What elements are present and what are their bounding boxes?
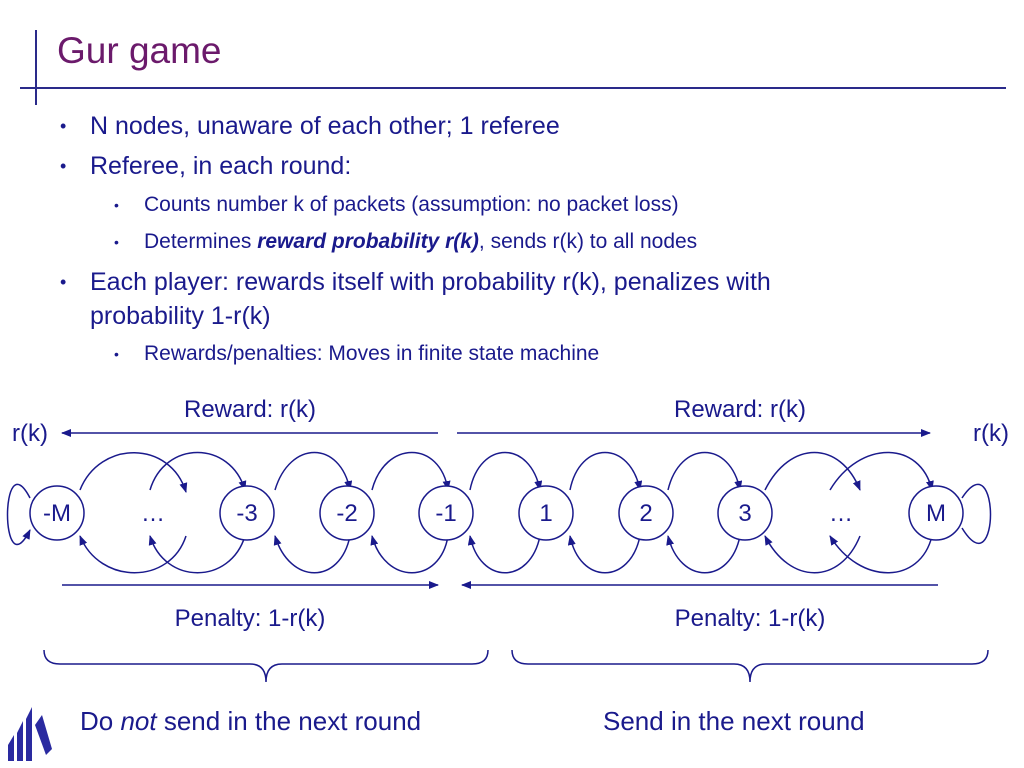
- subbullet-dot: •: [114, 346, 119, 362]
- slide-title: Gur game: [57, 30, 222, 71]
- rk-label-left: r(k): [12, 420, 48, 447]
- reward-label-left: Reward: r(k): [184, 396, 316, 423]
- state-label: -2: [336, 500, 357, 527]
- bullet-referee-text: Referee, in each round:: [90, 152, 352, 180]
- university-logo-icon: [8, 707, 52, 761]
- penalty-label-left: Penalty: 1-r(k): [175, 605, 326, 632]
- bullet-player-line1: Each player: rewards itself with probabi…: [90, 268, 771, 296]
- subbullet-rewards-penalties-text: Rewards/penalties: Moves in finite state…: [144, 342, 600, 365]
- bullet-nodes: • N nodes, unaware of each other; 1 refe…: [60, 109, 560, 143]
- subbullet-determines-pre: Determines: [144, 230, 258, 253]
- state-node-neg-3: [219, 485, 275, 541]
- reward-label-right: Reward: r(k): [674, 396, 806, 423]
- state-node-2: [618, 485, 674, 541]
- penalty-label-right: Penalty: 1-r(k): [675, 605, 826, 632]
- top-transition-arcs: [79, 451, 934, 493]
- bullet-player: • Each player: rewards itself with proba…: [60, 265, 771, 333]
- reward-probability-emphasis: reward probability r(k): [257, 230, 479, 253]
- state-labels: -M … -3 -2 -1 1 2 3 … M: [43, 500, 946, 527]
- not-emphasis: not: [120, 706, 157, 736]
- subbullet-dot: •: [114, 197, 119, 213]
- bullet-nodes-text: N nodes, unaware of each other; 1 refere…: [90, 112, 560, 140]
- state-label: -1: [435, 500, 456, 527]
- subbullet-dot: •: [114, 234, 119, 250]
- bullet-dot: •: [60, 272, 67, 292]
- state-label: 1: [539, 500, 552, 527]
- bullet-player-line2: probability 1-r(k): [90, 302, 271, 330]
- send-label: Send in the next round: [603, 706, 865, 736]
- state-node-3: [717, 485, 773, 541]
- title-vertical-rule: [35, 30, 37, 105]
- brace-left: [43, 649, 489, 683]
- subbullet-rewards-penalties: • Rewards/penalties: Moves in finite sta…: [114, 340, 600, 368]
- bullet-dot: •: [60, 156, 67, 176]
- state-node-neg-2: [319, 485, 375, 541]
- rk-label-right: r(k): [973, 420, 1009, 447]
- state-label: 2: [639, 500, 652, 527]
- bullet-dot: •: [60, 116, 67, 136]
- bullet-referee: • Referee, in each round:: [60, 149, 352, 183]
- brace-right: [511, 649, 989, 683]
- do-not-send-post: send in the next round: [156, 706, 422, 736]
- state-label: 3: [738, 500, 751, 527]
- state-label: -3: [236, 500, 257, 527]
- do-not-send-pre: Do: [80, 706, 121, 736]
- subbullet-counts-text: Counts number k of packets (assumption: …: [144, 193, 679, 216]
- state-label: -M: [43, 500, 71, 527]
- state-nodes: [29, 485, 964, 541]
- subbullet-counts: • Counts number k of packets (assumption…: [114, 191, 679, 219]
- state-node-neg-1: [418, 485, 474, 541]
- state-label: M: [926, 500, 946, 527]
- title-horizontal-rule: [20, 87, 1006, 89]
- subbullet-determines: • Determines reward probability r(k), se…: [114, 228, 698, 256]
- state-node-m: [908, 485, 964, 541]
- state-node-neg-m: [29, 485, 85, 541]
- do-not-send-label: Do not send in the next round: [80, 706, 421, 737]
- state-label-ellipsis: …: [141, 500, 165, 527]
- state-label-ellipsis: …: [829, 500, 853, 527]
- bottom-transition-arcs: [79, 535, 933, 574]
- self-loop-right: [961, 483, 992, 545]
- subbullet-determines-post: , sends r(k) to all nodes: [478, 230, 698, 253]
- self-loop-left: [6, 483, 31, 546]
- state-node-1: [518, 485, 574, 541]
